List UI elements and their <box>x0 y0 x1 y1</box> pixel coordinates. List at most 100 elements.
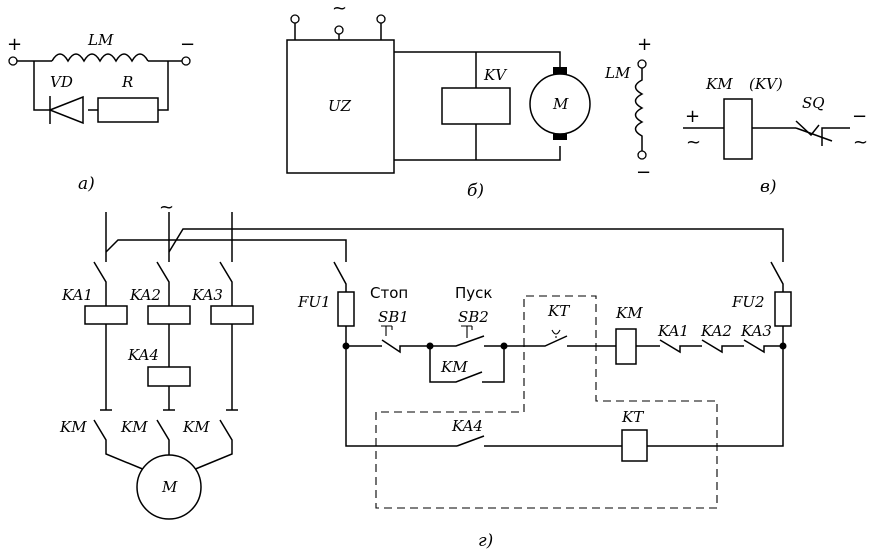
v-ac-right: ~ <box>853 132 868 153</box>
ka3-coil <box>210 305 254 325</box>
ac-symbol-g: ~ <box>159 197 174 218</box>
ac-terminal-1 <box>290 14 300 24</box>
km-hold-label: KM <box>440 358 468 376</box>
tap-phase2 <box>168 228 784 262</box>
ka4-contact-label: KA4 <box>451 417 483 435</box>
field-plus: + <box>637 34 652 55</box>
caption-g: г) <box>478 531 493 551</box>
fu2-label: FU2 <box>731 293 765 311</box>
dashed-linkage <box>375 295 718 509</box>
field-terminal-bottom <box>637 150 647 160</box>
sb2-label: SB2 <box>458 308 489 326</box>
subfigure-v: + ~ KM (KV) SQ − ~ в) <box>683 75 868 197</box>
ka-series-contacts <box>636 339 783 354</box>
control-switches <box>333 261 784 292</box>
converter-uz <box>286 39 395 174</box>
field-winding-lm <box>634 68 644 151</box>
coil-km-v <box>723 98 753 160</box>
ac-terminal-2 <box>334 25 344 35</box>
supply-phases <box>105 212 233 262</box>
terminal-plus-a <box>8 56 18 66</box>
wires-b <box>394 51 561 161</box>
motor-label-b: M <box>552 95 569 113</box>
caption-v: в) <box>760 177 777 197</box>
kt-timer-mark <box>551 329 561 338</box>
minus-sign-a: − <box>180 34 195 55</box>
resistor-r <box>97 97 159 123</box>
converter-label: UZ <box>328 97 352 115</box>
ka2-coil <box>147 305 191 325</box>
kt-contact-label: KT <box>547 302 570 320</box>
limit-switch-sq-blade <box>795 127 833 142</box>
km1-label: KM <box>59 418 87 436</box>
coil-label-v: KM <box>705 75 733 93</box>
stop-button-sb1 <box>346 339 430 354</box>
phase-wires-mid <box>105 324 233 410</box>
switch-label-sq: SQ <box>802 94 825 112</box>
motor-b <box>529 73 591 135</box>
field-minus: − <box>636 162 651 183</box>
ka1-contact-label: KA1 <box>657 322 689 340</box>
caption-b: б) <box>467 181 484 201</box>
stop-label: Стоп <box>370 284 408 302</box>
v-ac-left: ~ <box>686 132 701 153</box>
relay-label: KV <box>483 66 508 84</box>
motor-label-g: M <box>161 478 178 496</box>
v-minus: − <box>852 106 867 127</box>
limit-switch-actuator <box>795 120 820 137</box>
terminal-minus-a <box>181 56 191 66</box>
subfigure-b: ~ UZ KV M + − LM б) <box>286 0 652 201</box>
ka4-contact <box>456 435 622 447</box>
ka2-contact-label: KA2 <box>700 322 732 340</box>
start-label: Пуск <box>455 284 492 302</box>
inductor-label-a: LM <box>87 31 114 49</box>
diode-vd <box>47 95 84 125</box>
ka4-label: KA4 <box>127 346 159 364</box>
km-hold-contact <box>429 346 505 383</box>
start-actuator <box>461 325 473 338</box>
ka1-label: KA1 <box>61 286 93 304</box>
relay-coil-kv <box>441 87 511 125</box>
ka2-label: KA2 <box>129 286 161 304</box>
start-button-sb2 <box>430 335 504 347</box>
subfigure-a: + − LM VD R а) <box>7 31 195 194</box>
sb1-label: SB1 <box>378 308 409 326</box>
fuse-fu1 <box>337 291 355 327</box>
field-terminal-top <box>637 59 647 69</box>
caption-a: а) <box>78 174 95 194</box>
km-coil-g <box>615 328 637 365</box>
ac-terminal-3 <box>376 14 386 24</box>
ka4-coil <box>147 366 191 387</box>
plus-sign-a: + <box>7 34 22 55</box>
ac-symbol-b: ~ <box>332 0 347 19</box>
fu1-label: FU1 <box>297 293 331 311</box>
limit-switch-contact <box>821 127 850 146</box>
kt-coil-label: KT <box>621 408 644 426</box>
ac-leads <box>294 23 382 40</box>
diode-label: VD <box>50 73 73 91</box>
resistor-label: R <box>121 73 133 91</box>
brush-top <box>553 67 567 76</box>
kt-coil <box>621 429 648 462</box>
field-label: LM <box>604 64 631 82</box>
subfigure-g: ~ KA1 KA2 KA3 KA4 KM KM KM M FU1 FU2 <box>59 197 792 551</box>
brush-bottom <box>553 131 567 140</box>
ka3-label: KA3 <box>191 286 223 304</box>
stop-actuator <box>381 325 393 336</box>
motor-g <box>136 454 202 520</box>
tap-phase1 <box>105 239 347 262</box>
v-plus: + <box>685 106 700 127</box>
km-coil-label: KM <box>615 304 643 322</box>
ka3-contact-label: KA3 <box>740 322 772 340</box>
kt-timed-contact <box>504 335 616 347</box>
inductor-lm-a <box>51 53 149 63</box>
ka1-coil <box>84 305 128 325</box>
coil-alt-label-v: (KV) <box>749 75 783 93</box>
km2-label: KM <box>120 418 148 436</box>
wire-a-bottom <box>33 61 169 111</box>
ka-contacts-top <box>93 261 233 306</box>
control-rails <box>345 326 784 447</box>
km3-label: KM <box>182 418 210 436</box>
fuse-fu2 <box>774 291 792 327</box>
